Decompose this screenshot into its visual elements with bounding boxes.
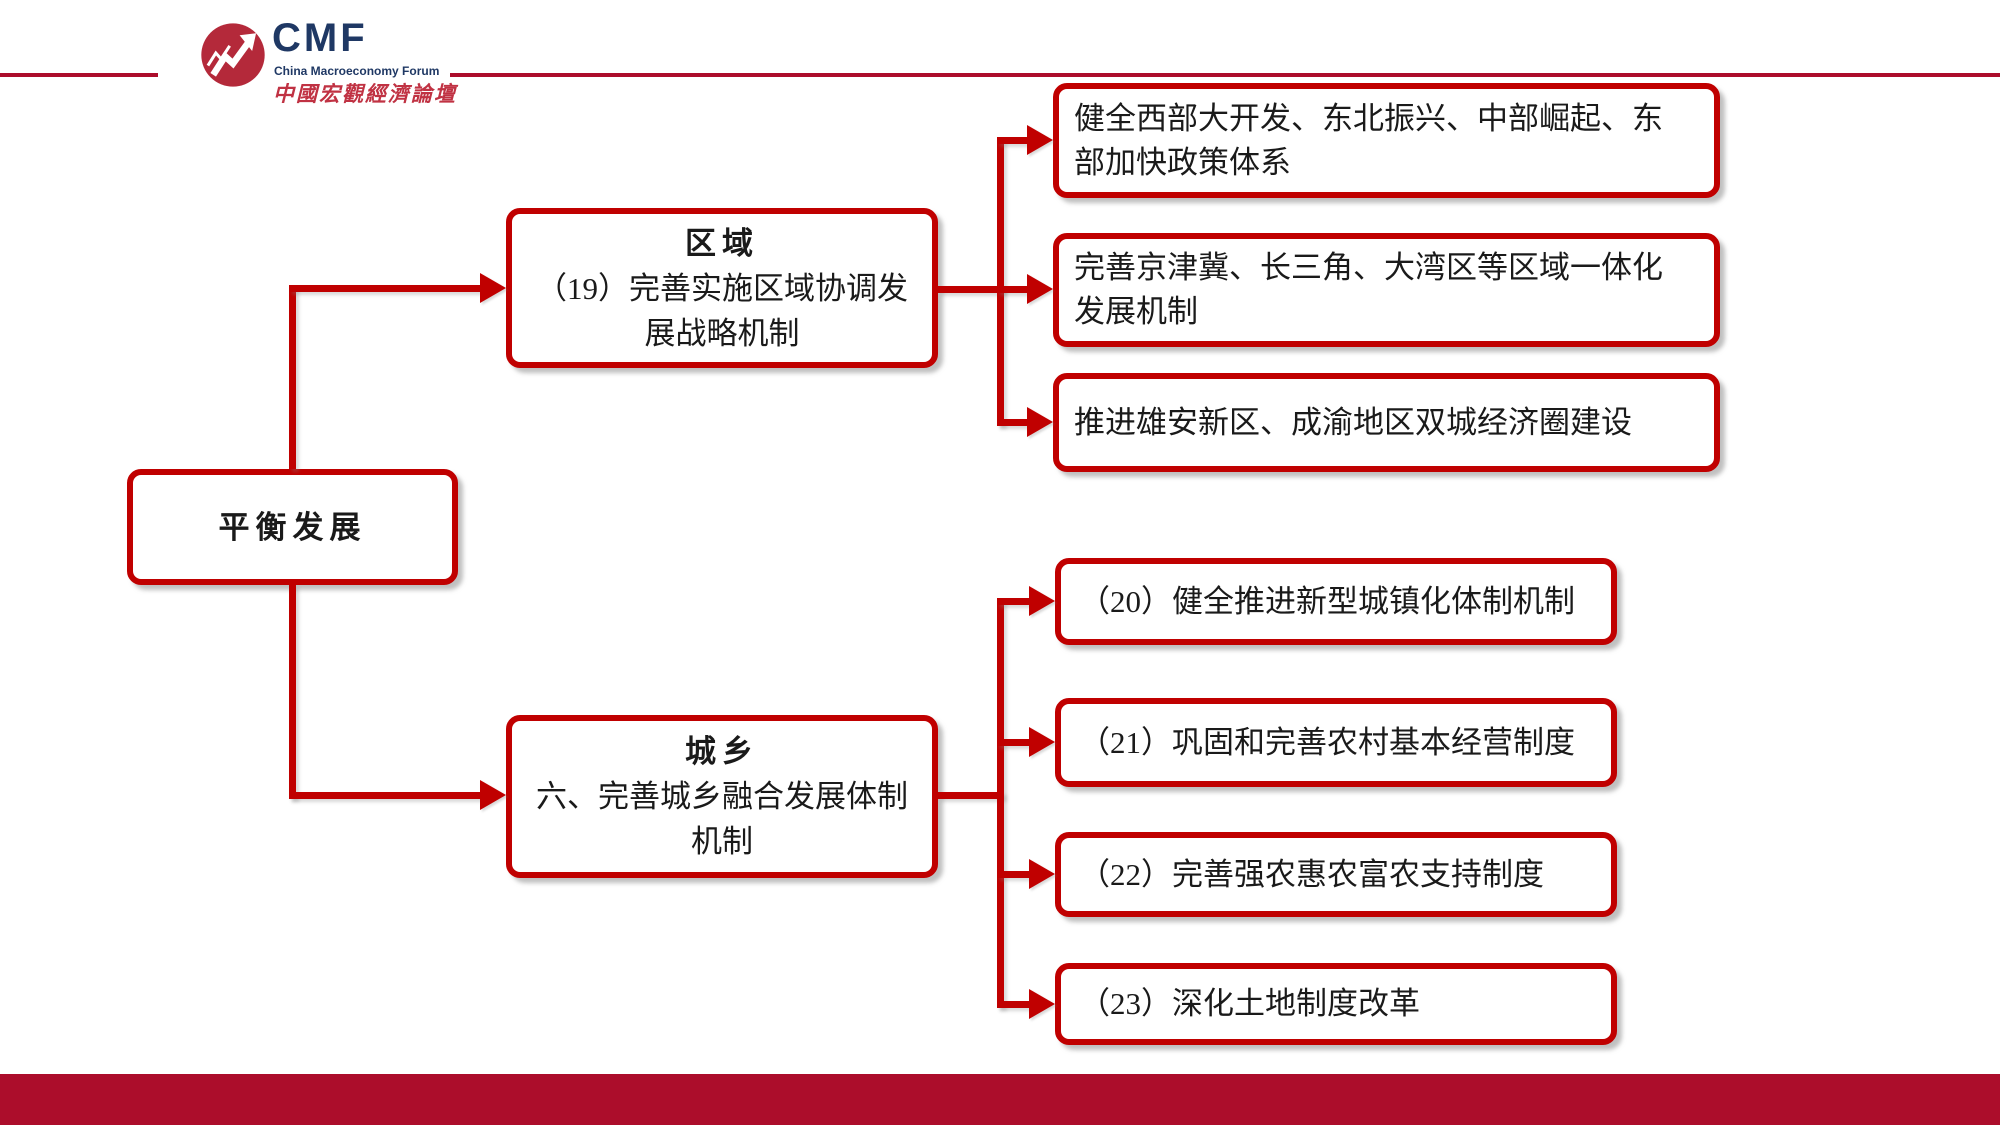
node-title: 区域 — [685, 225, 759, 261]
leaf-text: （20）健全推进新型城镇化体制机制 — [1079, 583, 1575, 619]
edge-region-branch-1 — [997, 137, 1027, 144]
header-rule-right — [450, 73, 2000, 77]
node-balanced-development: 平衡发展 — [127, 469, 458, 585]
leaf-region-policy-system: 健全西部大开发、东北振兴、中部崛起、东 部加快政策体系 — [1053, 83, 1720, 198]
arrowhead-region-icon — [480, 273, 506, 303]
arrowhead-region-leaf3-icon — [1027, 407, 1053, 437]
leaf-text: 推进雄安新区、成渝地区双城经济圈建设 — [1074, 404, 1632, 440]
leaf-text: （22）完善强农惠农富农支持制度 — [1079, 856, 1544, 892]
leaf-20-urbanization: （20）健全推进新型城镇化体制机制 — [1055, 558, 1617, 645]
edge-root-up — [289, 285, 296, 469]
leaf-region-xiongan-chengyu: 推进雄安新区、成渝地区双城经济圈建设 — [1053, 373, 1720, 472]
header-rule-left — [0, 73, 158, 77]
logo-chinese-name: 中國宏觀經濟論壇 — [273, 82, 457, 106]
edge-region-trunk — [997, 137, 1004, 426]
edge-to-urban-rural — [289, 792, 480, 799]
logo-subtitle: China Macroeconomy Forum — [274, 64, 440, 78]
leaf-text: （23）深化土地制度改革 — [1079, 986, 1420, 1021]
edge-urban-trunk — [997, 598, 1004, 1008]
edge-urban-branch-22 — [997, 871, 1029, 878]
cmf-logo: CMF China Macroeconomy Forum 中國宏觀經濟論壇 — [200, 16, 620, 106]
edge-urban-branch-23 — [997, 1001, 1029, 1008]
logo-acronym: CMF — [272, 16, 368, 60]
arrowhead-leaf21-icon — [1029, 727, 1055, 757]
arrowhead-leaf23-icon — [1029, 989, 1055, 1019]
leaf-22-agriculture-support: （22）完善强农惠农富农支持制度 — [1055, 832, 1617, 917]
leaf-23-land-reform: （23）深化土地制度改革 — [1055, 963, 1617, 1045]
leaf-21-rural-operation: （21）巩固和完善农村基本经营制度 — [1055, 698, 1617, 787]
edge-root-down — [289, 585, 296, 799]
arrowhead-region-leaf1-icon — [1027, 125, 1053, 155]
arrowhead-leaf20-icon — [1029, 586, 1055, 616]
node-title: 城乡 — [685, 734, 759, 769]
edge-region-branch-2 — [997, 286, 1027, 293]
arrowhead-urban-rural-icon — [480, 780, 506, 810]
cmf-chart-arrow-icon — [201, 23, 265, 87]
leaf-text: 完善京津冀、长三角、大湾区等区域一体化 发展机制 — [1074, 250, 1663, 329]
arrowhead-leaf22-icon — [1029, 859, 1055, 889]
leaf-region-integration: 完善京津冀、长三角、大湾区等区域一体化 发展机制 — [1053, 233, 1720, 347]
edge-to-region — [289, 285, 480, 292]
leaf-text: 健全西部大开发、东北振兴、中部崛起、东 部加快政策体系 — [1074, 100, 1663, 180]
node-urban-rural: 城乡 六、完善城乡融合发展体制 机制 — [506, 715, 938, 878]
node-body: 六、完善城乡融合发展体制 机制 — [536, 779, 908, 859]
edge-urban-branch-21 — [997, 739, 1029, 746]
footer-bar — [0, 1074, 2000, 1125]
leaf-text: （21）巩固和完善农村基本经营制度 — [1079, 724, 1575, 760]
edge-region-stem — [938, 286, 1004, 293]
node-region: 区域 （19）完善实施区域协调发 展战略机制 — [506, 208, 938, 368]
edge-urban-branch-20 — [997, 598, 1029, 605]
arrowhead-region-leaf2-icon — [1027, 274, 1053, 304]
edge-urban-stem — [938, 792, 1004, 799]
node-body: （19）完善实施区域协调发 展战略机制 — [536, 270, 908, 351]
edge-region-branch-3 — [997, 419, 1027, 426]
node-label: 平衡发展 — [218, 509, 367, 545]
